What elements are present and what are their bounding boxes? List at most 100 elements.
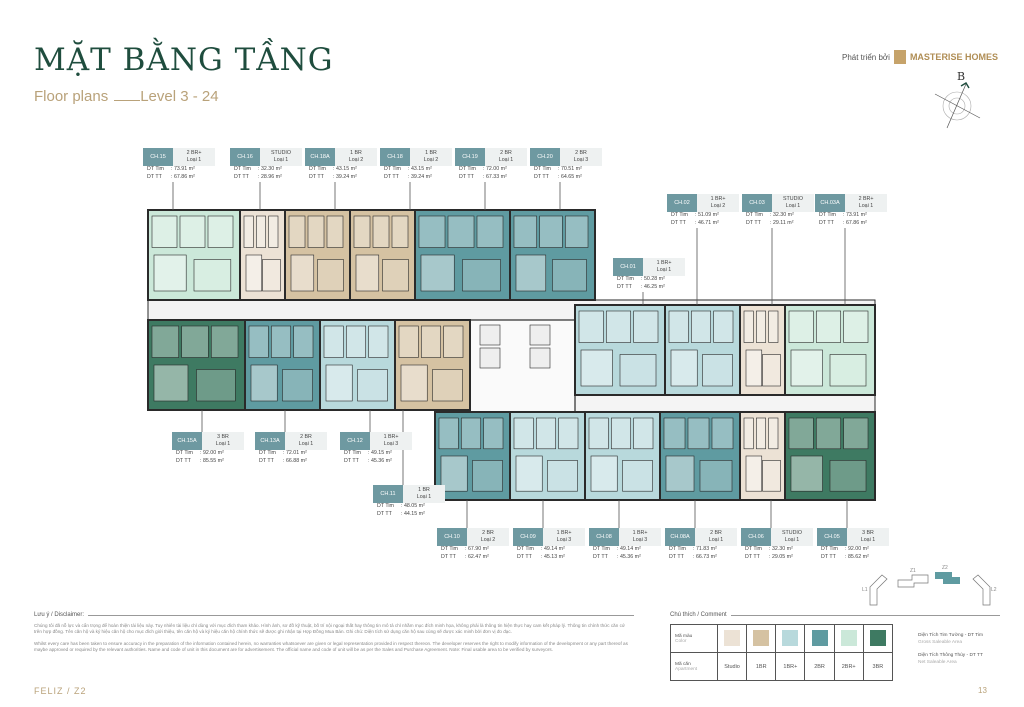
unit-code: CH.05 — [817, 528, 847, 546]
unit-type-box: 2 BR+Loại 1 — [845, 194, 887, 212]
net-area: : 39.24 m² — [333, 173, 357, 180]
unit-variant: Loại 2 — [348, 157, 364, 163]
room — [421, 325, 441, 358]
unit-code: CH.09 — [513, 528, 543, 546]
gross-area: : 67.90 m² — [465, 546, 489, 552]
net-label: DT TT — [441, 553, 456, 560]
gross-area: : 43.15 m² — [408, 166, 432, 172]
divider — [114, 100, 141, 101]
unit-code: CH.08 — [589, 528, 619, 546]
net-area: : 66.73 m² — [693, 553, 717, 560]
room — [196, 369, 236, 402]
room — [816, 310, 841, 343]
room — [699, 460, 733, 492]
net-area: : 67.86 m² — [843, 219, 867, 226]
net-area: : 67.86 m² — [171, 173, 195, 180]
room — [440, 455, 468, 492]
legend-type-label: 2BR — [804, 652, 835, 681]
disclaimer-vi: Chúng tôi đã nỗ lực và cẩn trọng để hoàn… — [34, 623, 625, 634]
apt-label: Mã căn — [675, 661, 691, 667]
legend-type-label: 3BR — [862, 652, 894, 681]
room — [326, 215, 344, 248]
apt-label-en: Apartment — [675, 666, 698, 672]
unit-variant: Loại 1 — [785, 203, 801, 209]
room — [552, 259, 587, 292]
gross-label: DT Tim — [617, 276, 634, 282]
unit-code: CH.06 — [741, 528, 771, 546]
room — [790, 455, 823, 492]
room — [536, 417, 556, 450]
net-label: DT TT — [819, 219, 834, 226]
gross-area: : 32.30 m² — [258, 166, 282, 172]
unit-code: CH.03A — [815, 194, 845, 212]
unit-variant: Loại 3 — [383, 441, 399, 447]
net-area: : 45.36 m² — [368, 457, 392, 464]
unit-variant: Loại 1 — [656, 267, 672, 273]
gross-label: DT Tim — [147, 166, 164, 172]
gross-label: DT Tim — [377, 503, 394, 509]
room — [829, 354, 867, 387]
net-label: DT TT — [671, 219, 686, 226]
room — [762, 460, 781, 492]
gross-area: : 49.15 m² — [368, 450, 392, 456]
net-area: : 85.55 m² — [200, 457, 224, 464]
room — [762, 354, 781, 387]
room — [670, 349, 698, 387]
room — [588, 417, 609, 450]
unit-type: 2 BR+ — [186, 150, 202, 156]
gross-area: : 72.00 m² — [483, 166, 507, 172]
unit-type: 3 BR — [862, 530, 874, 536]
gross-label: DT Tim — [517, 546, 534, 552]
room — [611, 417, 631, 450]
room — [476, 215, 504, 248]
gross-area: : 49.14 m² — [541, 546, 565, 552]
developer-name: MASTERISE HOMES — [909, 52, 998, 62]
room — [353, 215, 371, 248]
room — [590, 455, 618, 492]
unit-code: CH.08A — [665, 528, 695, 546]
net-label: DT TT — [147, 173, 162, 180]
net-label: DT TT — [593, 553, 608, 560]
gross-area: : 73.91 m² — [843, 212, 867, 218]
unit-code: CH.16 — [230, 148, 260, 166]
net-label: DT TT — [176, 457, 191, 464]
net-label: DT TT — [534, 173, 549, 180]
net-area: : 45.36 m² — [617, 553, 641, 560]
room — [418, 215, 446, 248]
room — [447, 215, 475, 248]
gross-area: : 70.51 m² — [558, 166, 582, 172]
unit-type: 2 BR — [710, 530, 722, 536]
unit-type-box: 1 BR+Loại 3 — [619, 528, 661, 546]
unit-type: 2 BR — [300, 434, 312, 440]
room — [711, 417, 734, 450]
room — [346, 325, 366, 358]
unit-variant: Loại 3 — [573, 157, 589, 163]
room — [788, 310, 814, 343]
unit-code: CH.15 — [143, 148, 173, 166]
room — [262, 259, 281, 292]
room — [565, 215, 589, 248]
room — [539, 215, 563, 248]
room — [743, 310, 754, 343]
keymap-z1: Z1 — [910, 568, 916, 574]
room — [843, 310, 869, 343]
room — [207, 215, 234, 248]
subtitle-text: Floor plans — [34, 88, 109, 105]
gross-area: : 71.83 m² — [693, 546, 717, 552]
unit-variant: Loại 3 — [556, 537, 572, 543]
gross-label: DT Tim — [534, 166, 551, 172]
gross-area: : 51.09 m² — [695, 212, 719, 218]
legend-swatch — [753, 629, 770, 646]
net-area: : 64.65 m² — [558, 173, 582, 180]
gross-label: DT Tim — [441, 546, 458, 552]
page-title: MẶT BẰNG TẦNG — [34, 42, 334, 78]
gross-area: : 49.14 m² — [617, 546, 641, 552]
unit-code: CH.10 — [437, 528, 467, 546]
